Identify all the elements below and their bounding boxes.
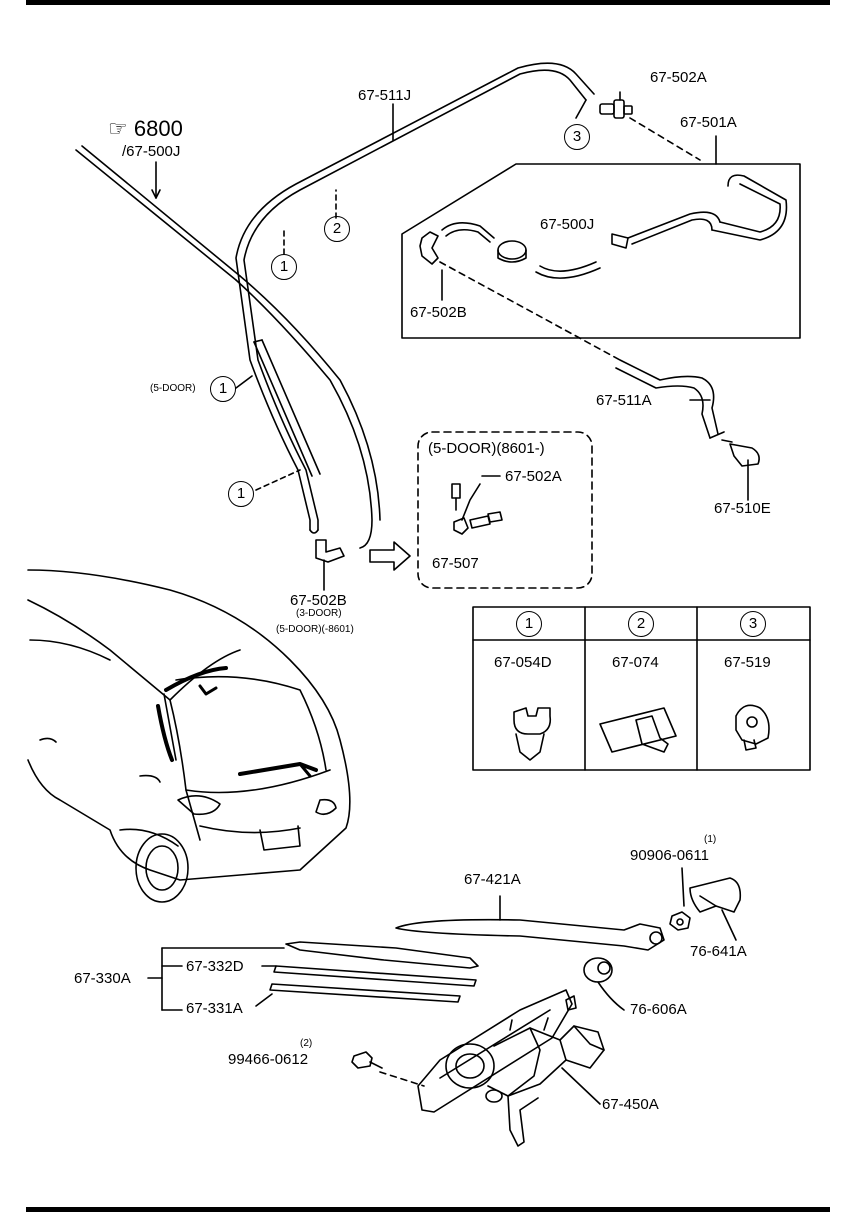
label-67-450A: 67-450A [602, 1096, 659, 1113]
label-bolt-qty: (2) [300, 1038, 313, 1049]
label-67-330A: 67-330A [74, 970, 131, 987]
table-header-marker-2: 2 [628, 611, 654, 637]
label-76-641A: 76-641A [690, 943, 747, 960]
table-header-marker-1: 1 [516, 611, 542, 637]
joint-67-502A-shape [599, 99, 633, 119]
label-67-501A: 67-501A [680, 114, 737, 131]
table-header-marker-3: 3 [740, 611, 766, 637]
grommet-76-606A [583, 957, 625, 1011]
label-67-502B-note-3door: (3-DOOR) [296, 608, 342, 619]
cap-76-641A [689, 877, 742, 941]
joint-67-502B-shape [315, 539, 345, 563]
label-67-502B-inset: 67-502B [410, 304, 467, 321]
nozzle-67-510E [721, 439, 760, 467]
clip-67-074-icon [599, 707, 677, 753]
top-border-rule [26, 0, 830, 5]
table-part-67-054D: 67-054D [494, 654, 552, 671]
reference-number: ☞ 6800 [108, 118, 183, 140]
wiper-motor-67-450A [417, 989, 605, 1147]
label-67-511J: 67-511J [358, 87, 412, 104]
label-nut-qty: (1) [704, 834, 717, 845]
nut-90906-0611 [669, 867, 691, 931]
table-part-67-074: 67-074 [612, 654, 659, 671]
pointing-hand-icon: ☞ [108, 116, 128, 141]
label-67-511A: 67-511A [596, 392, 652, 409]
glass-edge-strip [253, 339, 321, 477]
callout-marker-2: 2 [324, 216, 350, 242]
vehicle-rear-illustration [27, 569, 351, 903]
tailgate-outline [75, 145, 381, 549]
hose-67-511A [615, 359, 725, 439]
label-67-331A: 67-331A [186, 1000, 243, 1017]
label-67-502A-box: 67-502A [505, 468, 562, 485]
label-67-502B-note-5door: (5-DOOR)(-8601) [276, 624, 354, 635]
bottom-border-rule [26, 1207, 830, 1212]
label-67-510E: 67-510E [714, 500, 771, 517]
label-67-332D: 67-332D [186, 958, 244, 975]
leader-lines [151, 91, 749, 591]
label-67-500J: 67-500J [540, 216, 595, 233]
wiper-arm-67-421A [395, 895, 665, 951]
clip-table [472, 606, 811, 771]
direction-arrow [369, 541, 411, 571]
callout-marker-1-top: 1 [271, 254, 297, 280]
five-door-box [417, 431, 593, 589]
table-part-67-519: 67-519 [724, 654, 771, 671]
label-67-502B: 67-502B [290, 592, 347, 609]
five-door-box-title: (5-DOOR)(8601-) [428, 440, 545, 457]
callout-marker-3: 3 [564, 124, 590, 150]
callout-marker-1-lower: 1 [228, 481, 254, 507]
callout-marker-1-5door: 1 [210, 376, 236, 402]
label-67-507: 67-507 [432, 555, 479, 572]
label-90906-0611: 90906-0611 [630, 847, 709, 864]
reference-subref: /67-500J [122, 143, 181, 160]
wiper-blade-67-330A [147, 941, 479, 1011]
washer-hose-67-511J [235, 62, 595, 534]
label-99466-0612: 99466-0612 [228, 1051, 309, 1068]
label-76-606A: 76-606A [630, 1001, 687, 1018]
inset-box-67-501A [401, 163, 801, 339]
clip-67-054D-icon [513, 707, 552, 761]
label-67-421A: 67-421A [464, 871, 521, 888]
label-67-502A-top: 67-502A [650, 69, 707, 86]
clip-67-519-icon [735, 704, 770, 751]
label-5-door-note: (5-DOOR) [150, 383, 196, 394]
reference-main-number: 6800 [133, 116, 183, 141]
bolt-99466-0612 [351, 1051, 425, 1087]
